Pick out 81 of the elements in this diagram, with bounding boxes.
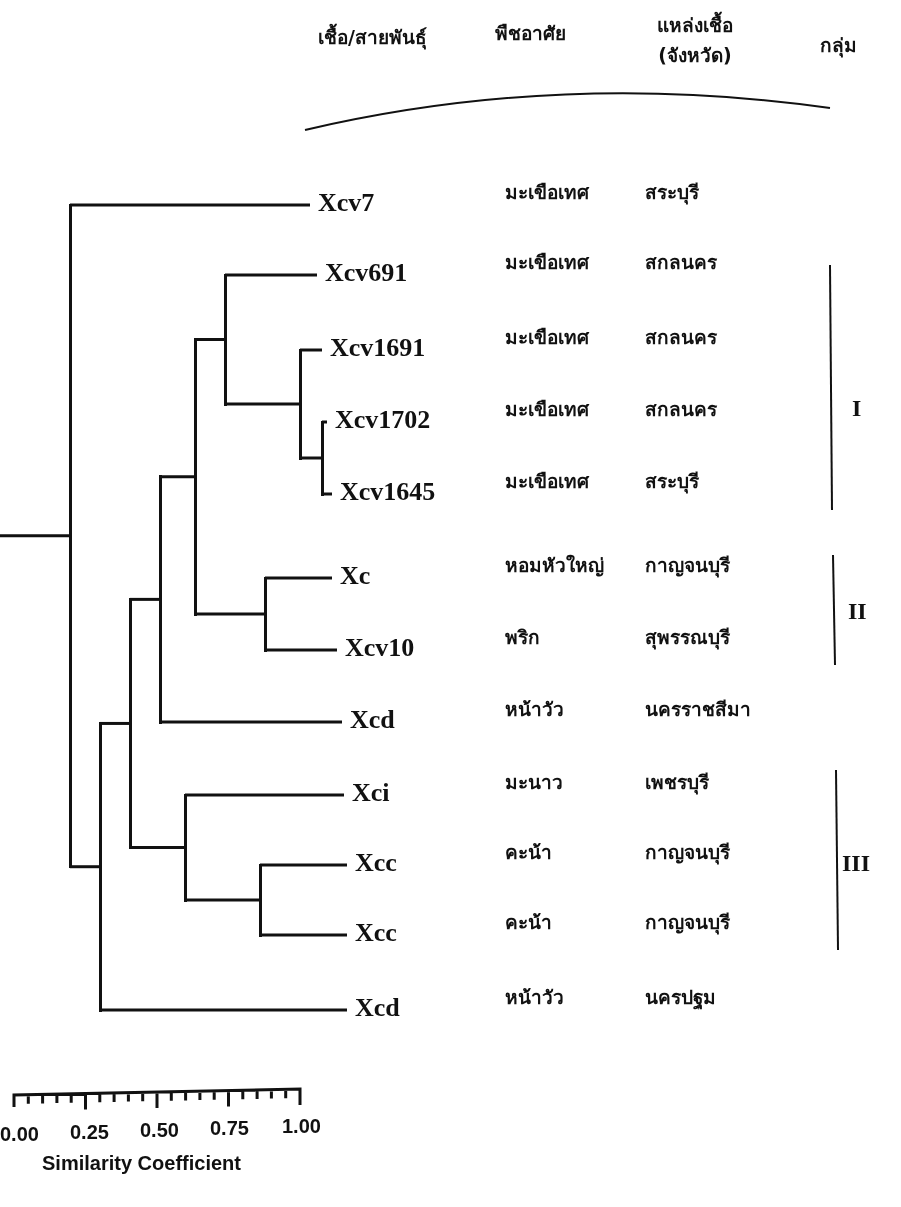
province-cell-text: นครปฐม	[645, 985, 716, 1012]
strain-label: Xcv7	[318, 188, 375, 218]
province-cell-text: กาญจนบุรี	[645, 910, 730, 937]
group-label: II	[848, 598, 867, 625]
strain-label: Xcd	[355, 993, 400, 1023]
branch-line	[225, 402, 300, 406]
group-label: I	[852, 395, 862, 422]
province-cell-text: กาญจนบุรี	[645, 553, 730, 580]
province-cell-text: เพชรบุรี	[645, 770, 709, 797]
column-header: กลุ่ม	[820, 33, 857, 60]
branch-line	[70, 203, 310, 207]
host-plant-cell-text: มะเขือเทศ	[505, 180, 589, 205]
host-plant-cell-text: หอมหัวใหญ่	[505, 553, 604, 579]
strain-label: Xcc	[355, 918, 397, 948]
branch-line	[265, 648, 337, 652]
column-header: เชื้อ/สายพันธุ์	[318, 22, 427, 52]
host-plant-cell-text: หน้าวัว	[505, 985, 564, 1010]
tick-label: 0.75	[210, 1117, 249, 1140]
column-header: แหล่งเชื้อ (จังหวัด)	[640, 10, 750, 70]
province-cell-text: สกลนคร	[645, 250, 717, 275]
tick-label: 0.50	[140, 1119, 179, 1142]
branch-junction	[258, 863, 262, 937]
branch-junction	[193, 338, 197, 616]
branch-line	[300, 456, 322, 460]
host-plant-cell-text: คะน้า	[505, 840, 552, 865]
host-plant-cell-text: มะเขือเทศ	[505, 469, 589, 494]
province-cell-text: สระบุรี	[645, 180, 699, 207]
branch-line	[260, 863, 347, 867]
branch-line	[100, 1008, 347, 1012]
tick-label: 1.00	[282, 1115, 321, 1138]
branch-line	[100, 721, 130, 725]
branch-line	[260, 933, 347, 937]
strain-label: Xcv1691	[330, 333, 426, 363]
branch-line	[225, 273, 317, 277]
branch-junction	[320, 420, 324, 496]
host-plant-cell-text: มะเขือเทศ	[505, 250, 589, 275]
branch-junction	[68, 203, 72, 869]
strain-label: Xcc	[355, 848, 397, 878]
host-plant-cell-text: มะนาว	[505, 770, 563, 795]
province-cell-text: สระบุรี	[645, 469, 699, 496]
strain-label: Xci	[352, 778, 390, 808]
province-cell-text: สกลนคร	[645, 397, 717, 422]
strain-label: Xcv10	[345, 633, 415, 663]
branch-line	[195, 612, 265, 616]
branch-junction	[223, 273, 227, 406]
branch-line	[160, 475, 195, 479]
branch-junction	[298, 348, 302, 460]
host-plant-cell-text: พริก	[505, 625, 540, 650]
host-plant-cell-text: มะเขือเทศ	[505, 325, 589, 350]
host-plant-cell-text: มะเขือเทศ	[505, 397, 589, 422]
branch-line	[0, 534, 70, 538]
branch-line	[70, 865, 100, 869]
branch-junction	[158, 475, 162, 724]
strain-label: Xcv691	[325, 258, 408, 288]
branch-line	[185, 898, 260, 902]
strain-label: Xc	[340, 561, 371, 591]
branch-junction	[128, 597, 132, 849]
branch-line	[195, 338, 225, 341]
branch-line	[160, 720, 342, 724]
branch-line	[300, 348, 322, 352]
branch-line	[265, 576, 332, 580]
branch-line	[130, 597, 160, 601]
strain-label: Xcv1645	[340, 477, 436, 507]
branch-line	[130, 846, 185, 849]
group-label: III	[842, 850, 871, 877]
strain-label: Xcv1702	[335, 405, 431, 435]
axis-title: Similarity Coefficient	[42, 1152, 241, 1175]
host-plant-cell-text: หน้าวัว	[505, 697, 564, 722]
strain-label: Xcd	[350, 705, 395, 735]
province-cell-text: สกลนคร	[645, 325, 717, 350]
host-plant-cell-text: คะน้า	[505, 910, 552, 935]
branch-junction	[183, 793, 187, 902]
tick-label: 0.25	[70, 1121, 109, 1144]
branch-junction	[98, 721, 102, 1012]
province-cell-text: กาญจนบุรี	[645, 840, 730, 867]
branch-line	[185, 793, 344, 797]
province-cell-text: นครราชสีมา	[645, 697, 751, 722]
branch-junction	[263, 576, 267, 652]
tick-label: 0.00	[0, 1123, 39, 1146]
column-header: พืชอาศัย	[495, 21, 566, 46]
province-cell-text: สุพรรณบุรี	[645, 625, 730, 652]
